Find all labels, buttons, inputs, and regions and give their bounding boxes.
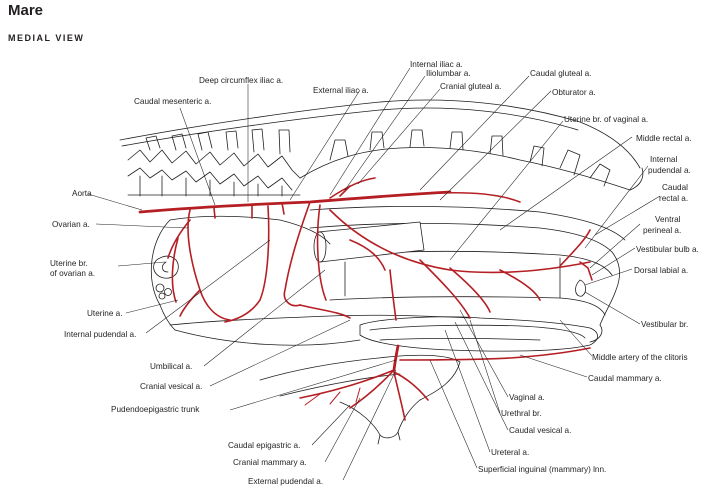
label-ventral-perineal-2: perineal a. [643,226,681,235]
label-superficial-inguinal: Superficial inguinal (mammary) lnn. [478,465,606,474]
label-aorta: Aorta [72,189,92,198]
label-uterine-br-ovarian-2: of ovarian a. [50,269,95,278]
label-cranial-gluteal: Cranial gluteal a. [440,82,501,91]
leader-lines [87,67,661,481]
label-cranial-mammary: Cranial mammary a. [233,458,307,467]
label-obturator: Obturator a. [552,88,596,97]
label-caudal-rectal-1: Caudal [662,183,688,192]
labels: Internal iliac a. Iliolumbar a. Cranial … [50,60,699,486]
label-dorsal-labial: Dorsal labial a. [634,266,688,275]
label-internal-pudendal-l: Internal pudendal a. [64,330,136,339]
label-uterine: Uterine a. [87,309,123,318]
label-umbilical: Umbilical a. [150,362,192,371]
figure-subtitle: MEDIAL VIEW [8,33,85,43]
label-deep-circumflex-iliac: Deep circumflex iliac a. [199,76,283,85]
label-caudal-mammary: Caudal mammary a. [588,374,662,383]
label-middle-rectal: Middle rectal a. [636,134,692,143]
label-pudendoepigastric: Pudendoepigastric trunk [111,405,200,414]
label-caudal-mesenteric: Caudal mesenteric a. [134,97,211,106]
label-ureteral: Ureteral a. [491,448,529,457]
figure-title: Mare [8,2,44,19]
label-caudal-epigastric: Caudal epigastric a. [228,441,300,450]
label-internal-iliac: Internal iliac a. [410,60,463,69]
label-cranial-vesical: Cranial vesical a. [140,382,202,391]
label-caudal-rectal-2: rectal a. [659,194,688,203]
label-caudal-gluteal: Caudal gluteal a. [530,69,591,78]
anatomy-outline [119,99,644,445]
arteries [138,177,593,421]
label-iliolumbar: Iliolumbar a. [426,69,471,78]
label-internal-pudendal-r1: Internal [650,155,677,164]
label-ventral-perineal-1: Ventral [655,215,681,224]
label-vestibular-bulb: Vestibular bulb a. [636,245,699,254]
label-external-iliac: External iliac a. [313,86,369,95]
label-middle-artery-clitoris: Middle artery of the clitoris [592,353,688,362]
label-urethral-br: Urethral br. [501,409,542,418]
label-uterine-br-vaginal: Uterine br. of vaginal a. [564,115,648,124]
label-internal-pudendal-r2: pudendal a. [648,166,691,175]
label-ovarian: Ovarian a. [52,220,90,229]
label-external-pudendal: External pudendal a. [248,477,323,486]
label-uterine-br-ovarian-1: Uterine br. [50,259,88,268]
label-vestibular-br: Vestibular br. [641,320,688,329]
label-vaginal: Vaginal a. [509,393,545,402]
label-caudal-vesical: Caudal vesical a. [509,426,571,435]
